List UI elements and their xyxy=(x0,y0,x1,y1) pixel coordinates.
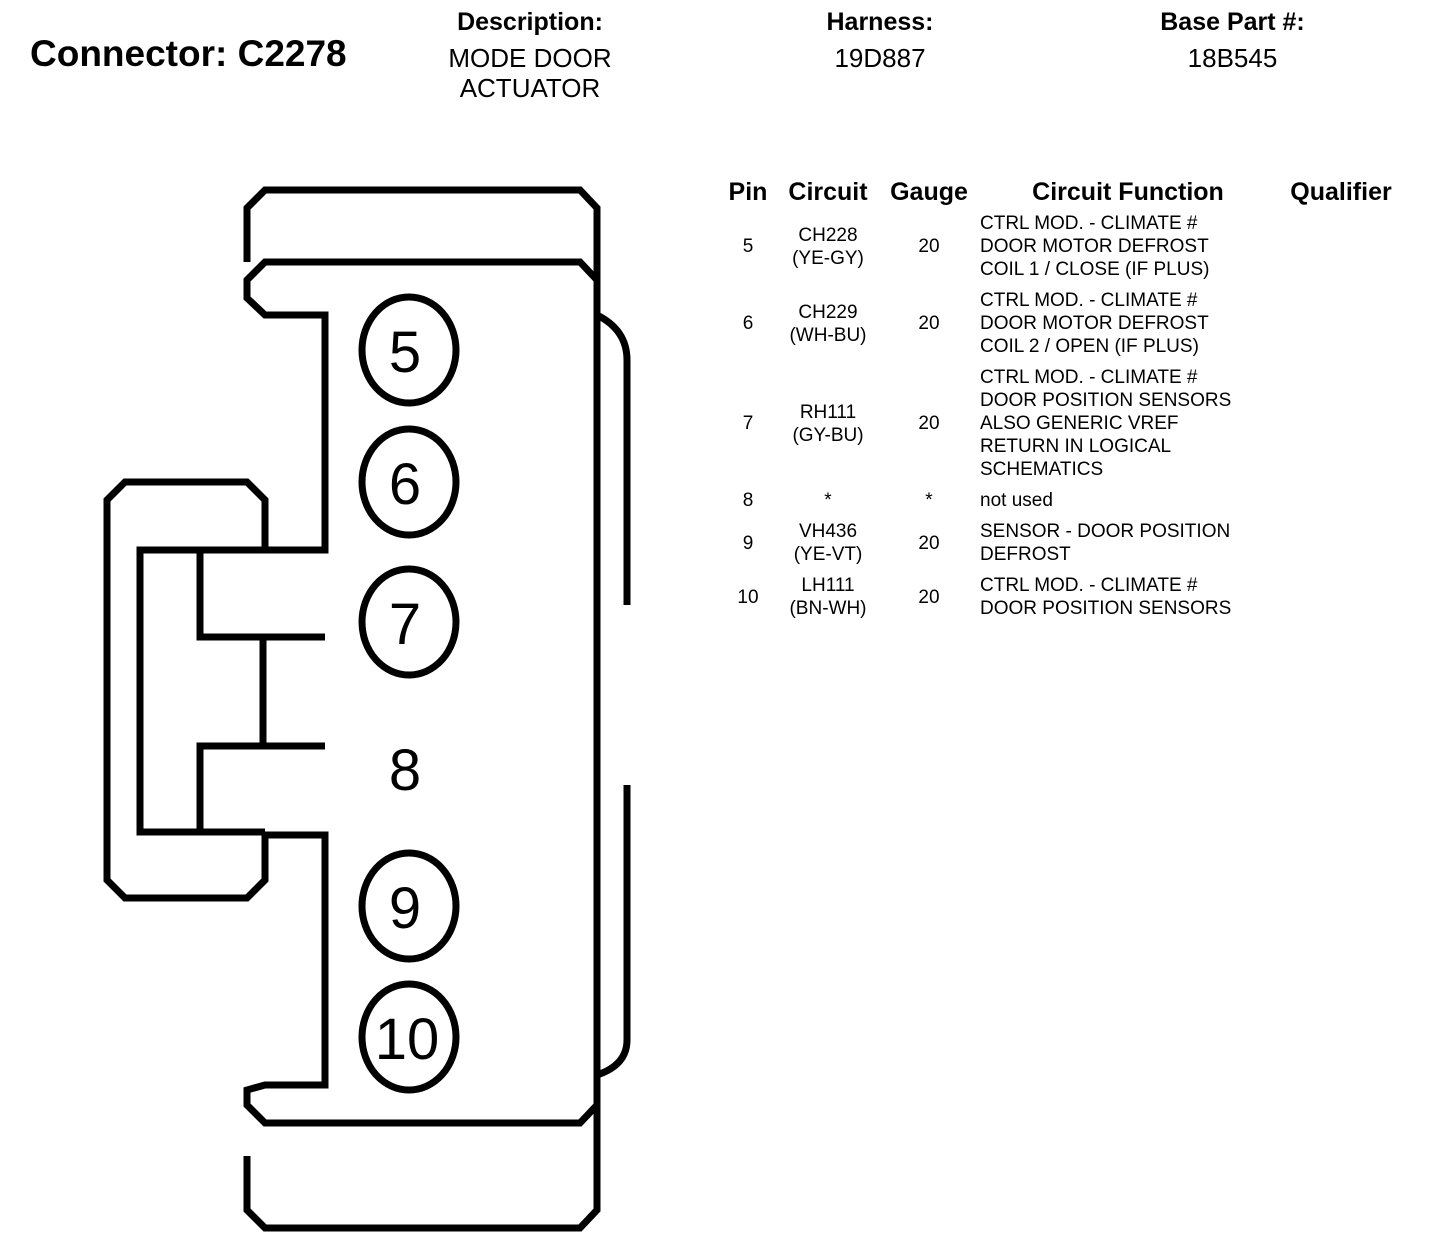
circuit-color: (YE-GY) xyxy=(792,247,864,269)
cell-circuit: CH228(YE-GY) xyxy=(778,212,878,289)
function-line: ALSO GENERIC VREF xyxy=(980,413,1179,434)
circuit-id: VH436 xyxy=(798,521,858,542)
connector-top-cap xyxy=(243,186,601,1232)
function-line: COIL 2 / OPEN (IF PLUS) xyxy=(980,336,1199,357)
function-line: RETURN IN LOGICAL xyxy=(980,436,1172,457)
circuit-id: LH111 xyxy=(801,575,855,596)
function-line: CTRL MOD. - CLIMATE # xyxy=(980,213,1198,234)
cell-circuit: * xyxy=(778,489,878,520)
table-header-row: Pin Circuit Gauge Circuit Function Quali… xyxy=(718,172,1406,212)
harness-label: Harness: xyxy=(826,8,934,36)
cell-pin: 7 xyxy=(742,413,754,434)
function-line: CTRL MOD. - CLIMATE # xyxy=(980,575,1198,596)
cell-qualifier xyxy=(1276,574,1406,628)
function-line: DOOR MOTOR DEFROST xyxy=(980,313,1209,334)
harness-value: 19D887 xyxy=(834,43,926,73)
base-part-value: 18B545 xyxy=(1187,43,1278,73)
table-row: 10 LH111(BN-WH) 20 CTRL MOD. - CLIMATE #… xyxy=(718,574,1406,628)
connector-title: Connector: C2278 xyxy=(30,33,347,74)
circuit-color: (GY-BU) xyxy=(792,424,864,446)
latch-inner xyxy=(196,550,325,832)
function-line: DOOR POSITION SENSORS xyxy=(980,390,1232,411)
cell-qualifier xyxy=(1276,289,1406,366)
side-rib-upper xyxy=(595,311,631,605)
connector-body-outline xyxy=(103,258,601,1127)
harness-block: Harness: 19D887 xyxy=(780,8,980,73)
pin-5-circle xyxy=(358,293,460,407)
pin-10-circle xyxy=(358,980,460,1094)
cell-circuit: VH436(YE-VT) xyxy=(778,520,878,574)
cell-circuit: LH111(BN-WH) xyxy=(778,574,878,628)
description-line-1: MODE DOOR xyxy=(448,43,612,73)
description-line-2: ACTUATOR xyxy=(459,73,601,103)
column-header-qualifier: Qualifier xyxy=(1290,177,1392,206)
side-rib-lower xyxy=(595,785,631,1079)
column-header-pin: Pin xyxy=(728,177,768,206)
cell-pin: 5 xyxy=(742,236,754,257)
column-header-circuit-function: Circuit Function xyxy=(1032,177,1224,206)
pin-6-circle xyxy=(358,425,460,539)
cell-gauge: 20 xyxy=(918,413,940,434)
cell-pin: 6 xyxy=(742,313,754,334)
base-part-label: Base Part #: xyxy=(1160,8,1305,36)
cell-gauge: 20 xyxy=(918,236,940,257)
function-line: DOOR MOTOR DEFROST xyxy=(980,236,1209,257)
pin-label-7: 7 xyxy=(389,592,421,657)
cell-gauge: * xyxy=(925,490,933,511)
pin-label-6: 6 xyxy=(389,452,421,517)
column-header-circuit: Circuit xyxy=(788,177,868,206)
cell-pin: 9 xyxy=(742,532,754,554)
function-line: CTRL MOD. - CLIMATE # xyxy=(980,367,1198,388)
cell-function: CTRL MOD. - CLIMATE #DOOR POSITION SENSO… xyxy=(980,366,1276,489)
function-line: SCHEMATICS xyxy=(980,459,1104,480)
pin-label-5: 5 xyxy=(389,320,421,385)
function-line: CTRL MOD. - CLIMATE # xyxy=(980,290,1198,311)
cell-qualifier xyxy=(1276,212,1406,289)
description-label: Description: xyxy=(457,8,603,36)
circuit-color: (BN-WH) xyxy=(789,598,867,619)
circuit-id: * xyxy=(824,490,832,511)
cell-circuit: CH229(WH-BU) xyxy=(778,289,878,366)
table-row: 9 VH436(YE-VT) 20 SENSOR - DOOR POSITION… xyxy=(718,520,1406,574)
description-block: Description: MODE DOOR ACTUATOR xyxy=(420,8,640,103)
pin-label-10: 10 xyxy=(375,1007,440,1072)
cell-gauge: 20 xyxy=(918,586,940,608)
pin-table: Pin Circuit Gauge Circuit Function Quali… xyxy=(718,172,1406,628)
pin-7-circle xyxy=(358,565,460,679)
cell-gauge: 20 xyxy=(918,313,940,334)
table-row: 7 RH111(GY-BU) 20 CTRL MOD. - CLIMATE #D… xyxy=(718,366,1406,489)
function-line: not used xyxy=(980,490,1053,511)
circuit-id: CH229 xyxy=(798,301,858,323)
circuit-id: CH228 xyxy=(798,224,858,246)
function-line: DOOR POSITION SENSORS xyxy=(980,598,1232,619)
cell-function: CTRL MOD. - CLIMATE #DOOR POSITION SENSO… xyxy=(980,574,1276,628)
circuit-color: (YE-VT) xyxy=(793,544,863,565)
function-line: SENSOR - DOOR POSITION xyxy=(980,521,1231,542)
base-part-block: Base Part #: 18B545 xyxy=(1130,8,1335,73)
cell-gauge: 20 xyxy=(918,532,940,554)
table-row: 5 CH228(YE-GY) 20 CTRL MOD. - CLIMATE #D… xyxy=(718,212,1406,289)
function-line: DEFROST xyxy=(980,544,1071,565)
cell-qualifier xyxy=(1276,520,1406,574)
cell-circuit: RH111(GY-BU) xyxy=(778,366,878,489)
pin-label-9: 9 xyxy=(389,876,421,941)
table-row: 8 * * not used xyxy=(718,489,1406,520)
cell-function: not used xyxy=(980,489,1276,520)
pin-9-circle xyxy=(358,849,460,963)
table-row: 6 CH229(WH-BU) 20 CTRL MOD. - CLIMATE #D… xyxy=(718,289,1406,366)
circuit-id: RH111 xyxy=(799,401,857,423)
function-line: COIL 1 / CLOSE (IF PLUS) xyxy=(980,259,1210,280)
cell-qualifier xyxy=(1276,489,1406,520)
pin-label-8: 8 xyxy=(389,738,421,803)
cell-qualifier xyxy=(1276,366,1406,489)
cell-pin: 10 xyxy=(737,586,759,608)
circuit-color: (WH-BU) xyxy=(789,324,867,346)
connector-diagram: 5 6 7 8 9 10 xyxy=(103,186,631,1232)
cell-pin: 8 xyxy=(742,490,754,511)
column-header-gauge: Gauge xyxy=(890,177,968,206)
